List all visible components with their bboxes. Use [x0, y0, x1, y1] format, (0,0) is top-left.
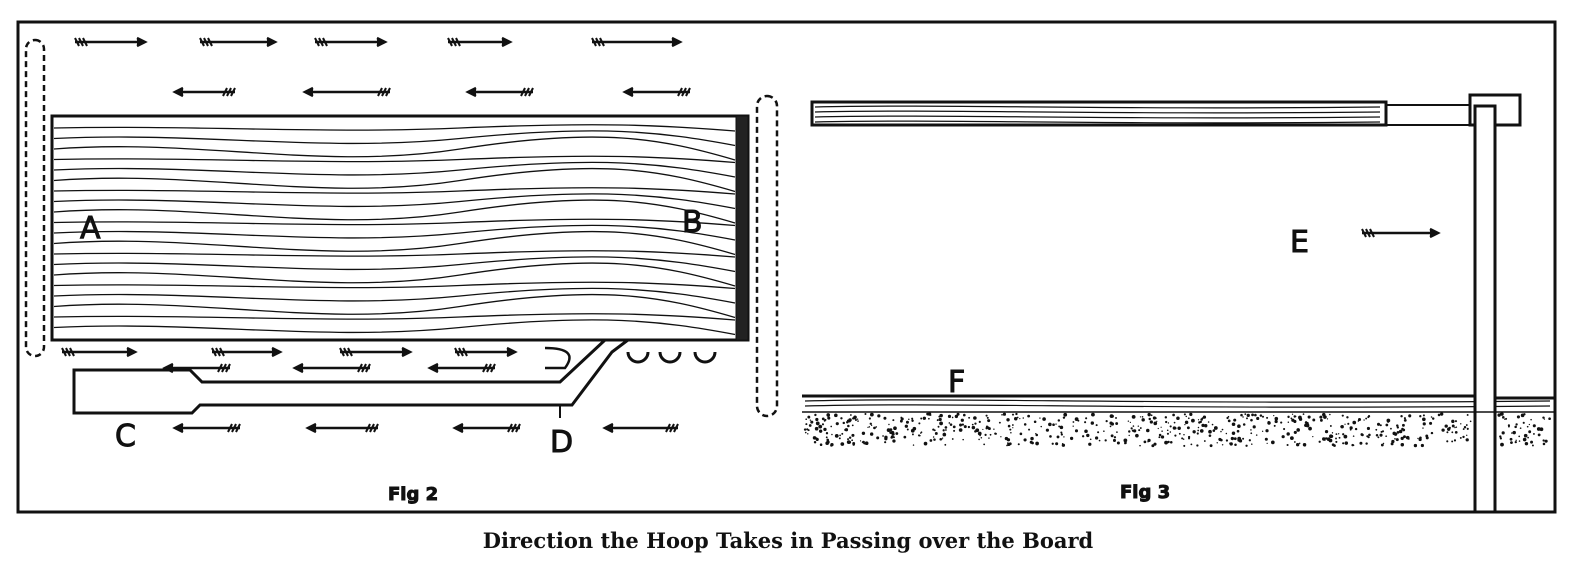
right-hoop [755, 94, 779, 418]
lower-piece [72, 338, 633, 415]
fig-3: E F Fig 3 [802, 93, 1555, 514]
label-c: C [115, 419, 136, 454]
label-b: B [682, 205, 703, 240]
fig-3-title: Fig 3 [1120, 482, 1170, 503]
left-hoop [24, 38, 46, 358]
fig-2-title: Fig 2 [388, 484, 438, 505]
caption: Direction the Hoop Takes in Passing over… [483, 528, 1094, 553]
fig-2: A B C D Fig 2 [24, 36, 779, 506]
label-f: F [948, 365, 965, 400]
board-end [735, 115, 749, 341]
u-turn-arrow-icon [544, 346, 571, 370]
rollers [626, 351, 717, 364]
outer-frame [16, 20, 1557, 514]
label-d: D [550, 425, 573, 460]
post [1473, 104, 1497, 514]
label-a: A [80, 211, 101, 246]
board [50, 114, 750, 342]
board-extension [1385, 104, 1471, 126]
label-e: E [1290, 225, 1309, 260]
